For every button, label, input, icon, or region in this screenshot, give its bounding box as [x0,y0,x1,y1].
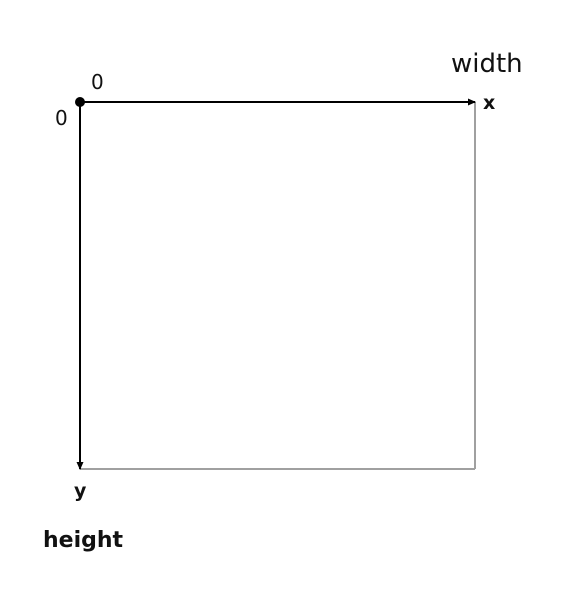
x-axis-label: x [483,92,495,114]
height-label: height [43,528,124,553]
origin-y-label: 0 [55,106,68,130]
origin-x-label: 0 [91,70,104,94]
width-label: width [451,49,523,79]
origin-point [75,97,85,107]
y-axis-label: y [74,480,87,502]
